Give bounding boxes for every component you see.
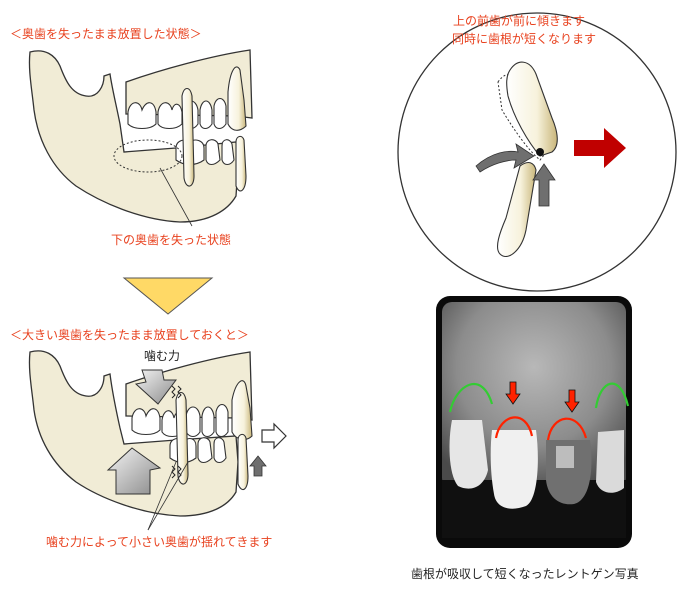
root-outline-normal-left <box>448 382 494 413</box>
bite-force-arrow-up <box>106 447 162 495</box>
rotation-arrow <box>475 143 535 173</box>
upper-incisor <box>506 61 558 157</box>
root-outline-short-left <box>494 416 534 439</box>
forward-arrow-hollow <box>261 422 287 450</box>
top-caption: 下の奥歯を失った状態 <box>111 233 232 247</box>
circle-caption-line1: 上の前歯が前に傾きます <box>453 14 586 28</box>
up-arrow <box>532 163 556 207</box>
root-outline-short-right <box>546 417 588 441</box>
small-up-arrow <box>249 455 267 477</box>
top-title: ＜奥歯を失ったまま放置した状態＞ <box>10 27 202 41</box>
bite-force-arrow-down <box>134 369 177 405</box>
root-outline-normal-right <box>594 382 630 409</box>
jaw-illustration-bottom <box>28 350 287 531</box>
bottom-caption: 噛む力によって小さい奥歯が揺れてきます <box>46 535 273 549</box>
missing-molar-gap <box>113 139 183 173</box>
circle-caption-line2: 同時に歯根が短くなります <box>452 32 597 46</box>
jaw-illustration-top <box>28 49 253 227</box>
forward-arrow-red <box>574 128 626 168</box>
incisor-zoom-circle <box>397 12 677 292</box>
bottom-title: ＜大きい奥歯を失ったまま放置しておくと＞ <box>10 328 249 342</box>
xray-caption: 歯根が吸収して短くなったレントゲン写真 <box>411 567 639 581</box>
lower-incisor <box>497 161 537 257</box>
down-triangle-icon <box>122 277 214 315</box>
bite-force-label: 噛む力 <box>144 349 181 363</box>
xray-photo <box>436 296 632 548</box>
